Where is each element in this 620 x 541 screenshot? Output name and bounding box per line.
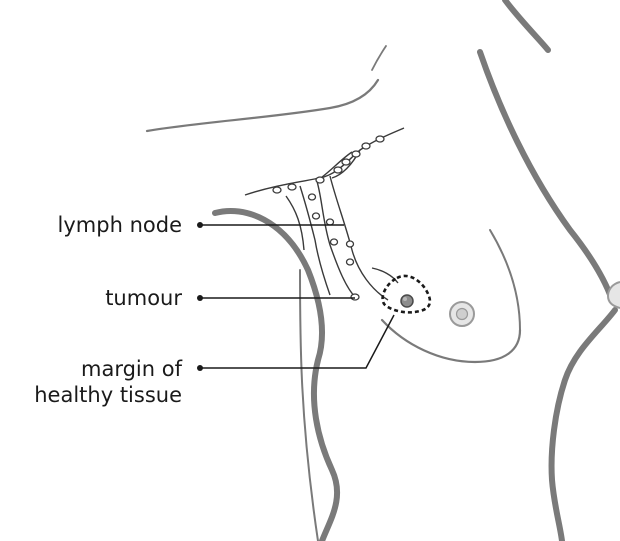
nipple-right bbox=[608, 282, 620, 308]
lymph-node bbox=[327, 219, 334, 225]
lymph-node bbox=[347, 259, 354, 265]
lymph-node bbox=[351, 294, 359, 300]
neck-outline bbox=[505, 0, 548, 50]
lymph-node bbox=[352, 151, 360, 157]
nipple-left bbox=[450, 302, 474, 326]
right-torso-outline bbox=[552, 310, 615, 541]
label-tumour: tumour bbox=[105, 285, 182, 311]
lymph-node bbox=[288, 184, 296, 190]
lymph-node bbox=[313, 213, 320, 219]
breast-contour bbox=[490, 230, 520, 330]
leader-line-margin bbox=[200, 315, 394, 368]
lymph-node bbox=[347, 241, 354, 247]
lymph-node bbox=[362, 143, 370, 149]
collarbone-outline bbox=[147, 80, 378, 131]
lymph-node bbox=[334, 167, 342, 173]
lymph-node bbox=[309, 194, 316, 200]
lymph-node bbox=[376, 136, 384, 142]
breast-underline bbox=[382, 320, 520, 362]
collarbone-upper bbox=[372, 46, 386, 70]
label-margin-line2: healthy tissue bbox=[34, 382, 182, 408]
lymph-node bbox=[273, 187, 281, 193]
lymph-vessels bbox=[245, 128, 404, 300]
label-margin-line1: margin of bbox=[34, 356, 182, 382]
lymph-node bbox=[342, 159, 350, 165]
label-margin-of-healthy-tissue: margin of healthy tissue bbox=[34, 356, 182, 408]
lymph-node bbox=[316, 177, 324, 183]
shoulder-outline bbox=[480, 52, 612, 300]
tumour bbox=[401, 295, 413, 307]
label-lymph-node: lymph node bbox=[58, 212, 182, 238]
lymph-nodes bbox=[273, 136, 384, 300]
lymph-node bbox=[331, 239, 338, 245]
